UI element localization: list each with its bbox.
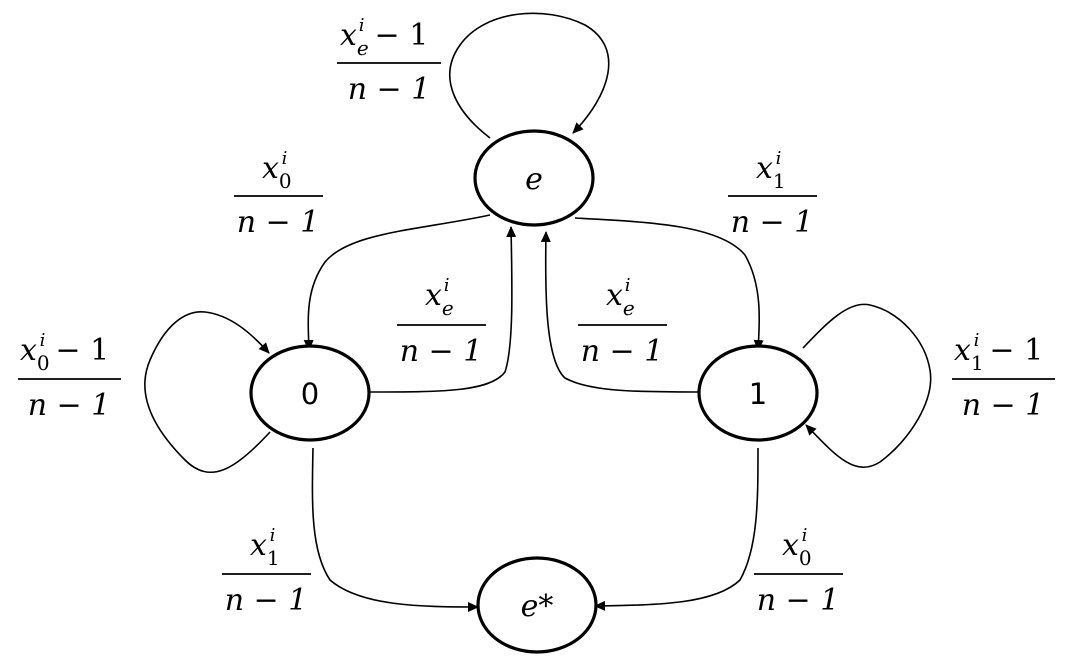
label-zero-self-loop: x0i− 1 n − 1 (18, 330, 121, 423)
numerator: x0i− 1 (20, 330, 109, 375)
node-zero: 0 (249, 344, 371, 442)
label-e-self-loop: xei− 1 n − 1 (337, 15, 441, 107)
label-e-to-one: x1i n − 1 (728, 148, 817, 240)
node-e: e (473, 129, 595, 227)
label-e-to-zero: x0i n − 1 (234, 148, 323, 240)
denominator: n − 1 (962, 388, 1045, 423)
denominator: n − 1 (581, 334, 664, 369)
denominator: n − 1 (237, 205, 320, 240)
numerator: x1i− 1 (954, 330, 1043, 375)
numerator: xei− 1 (340, 15, 428, 60)
edge-zero-to-estar (311, 447, 479, 612)
numerator: xei (425, 275, 454, 320)
denominator: n − 1 (348, 72, 431, 107)
denominator: n − 1 (225, 583, 308, 618)
denominator: n − 1 (28, 388, 111, 423)
label-one-to-e: xei n − 1 (578, 275, 667, 369)
numerator: xei (606, 275, 635, 320)
label-zero-to-estar: x1i n − 1 (222, 525, 311, 618)
node-estar-label: e* (521, 589, 554, 624)
label-one-self-loop: x1i− 1 n − 1 (952, 330, 1055, 423)
denominator: n − 1 (400, 334, 483, 369)
numerator: x0i (782, 525, 812, 570)
node-one-label: 1 (749, 377, 767, 411)
edge-zero-self-loop (144, 311, 271, 474)
edge-e-to-one (574, 217, 764, 351)
numerator: x1i (250, 525, 280, 570)
numerator: x0i (262, 148, 292, 193)
node-one: 1 (697, 344, 819, 442)
edge-one-to-estar (594, 447, 759, 611)
denominator: n − 1 (731, 205, 814, 240)
edge-zero-to-e (369, 226, 517, 393)
label-zero-to-e: xei n − 1 (397, 275, 486, 369)
numerator: x1i (756, 148, 786, 193)
edge-one-self-loop (802, 303, 932, 468)
node-estar: e* (476, 556, 598, 654)
label-one-to-estar: x0i n − 1 (754, 525, 843, 618)
edge-e-self-loop (449, 12, 610, 139)
edge-e-to-zero (303, 214, 491, 351)
node-zero-label: 0 (301, 377, 319, 411)
node-e-label: e (525, 162, 543, 197)
edge-one-to-e (540, 231, 699, 393)
denominator: n − 1 (757, 583, 840, 618)
